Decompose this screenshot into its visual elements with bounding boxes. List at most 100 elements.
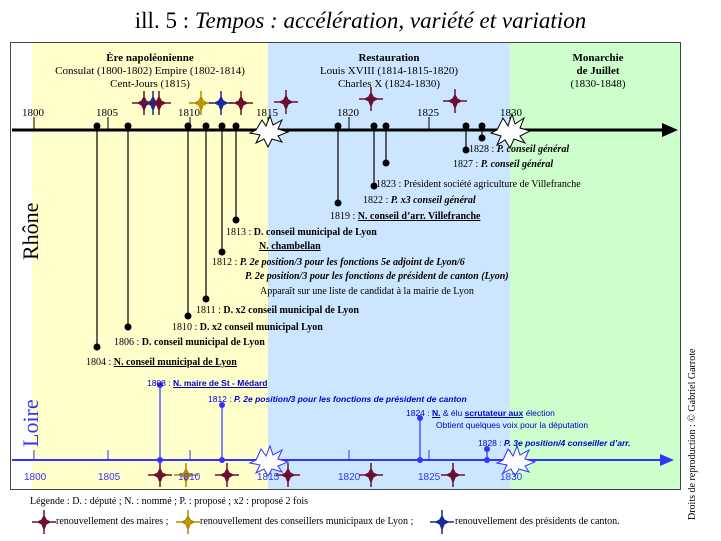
rhone-axis-arrow	[662, 123, 678, 137]
event-text: Apparaît sur une liste de candidat à la …	[260, 286, 474, 297]
conseillers-star-icon	[174, 463, 198, 487]
event-year: 1827 :	[453, 159, 481, 170]
legend-presidents-star-icon	[430, 510, 454, 534]
regime-line: Cent-Jours (1815)	[110, 78, 190, 90]
maires-star-icon	[274, 90, 298, 114]
legend-conseillers-star-icon	[176, 510, 200, 534]
loire-tick-label: 1830	[500, 472, 523, 483]
header-restauration: Restauration Louis XVIII (1814-1815-1820…	[268, 52, 510, 91]
event-1813: 1813 : D. conseil municipal de Lyon	[226, 227, 377, 239]
event-year: 1808 :	[147, 378, 173, 388]
loire-event-1824b: Obtient quelques voix pour la députation	[436, 420, 588, 430]
credit-text: Droits de reproduction : © Gabriel Garro…	[687, 348, 698, 520]
event-1828: 1828 : P. conseil général	[469, 144, 569, 156]
regime-name: Monarchie	[572, 52, 624, 64]
event-text: scrutateur aux	[464, 408, 524, 418]
event-1812: 1812 : P. 2e position/3 pour les fonctio…	[212, 257, 465, 269]
legend-line: Légende : D. : député ; N. : nommé ; P. …	[30, 496, 309, 507]
tick-label: 1805	[96, 107, 118, 119]
maires-star-icon	[441, 463, 465, 487]
event-1811: 1811 : D. x2 conseil municipal de Lyon	[196, 305, 359, 317]
loire-event-1812: 1812 : P. 2e position/3 pour les fonctio…	[208, 394, 467, 404]
loire-tick-label: 1820	[338, 472, 361, 483]
region-napoleon	[32, 43, 268, 489]
loire-event-1808: 1808 : N. maire de St - Médard	[147, 378, 267, 388]
event-1810: 1810 : D. x2 conseil municipal Lyon	[172, 322, 323, 334]
rhone-stems	[96, 126, 483, 347]
event-year: 1828 :	[469, 144, 497, 155]
tick-label: 1830	[500, 107, 522, 119]
loire-event-1828: 1828 : P. 3e position/4 conseiller d’arr…	[478, 438, 630, 448]
tick-label: 1800	[22, 107, 44, 119]
maires-star-icon	[276, 463, 300, 487]
maires-star-icon	[443, 89, 467, 113]
event-text: P. 3e position/4 conseiller d’arr.	[504, 438, 631, 448]
loire-axis-arrow	[660, 454, 674, 466]
rhone-label: Rhône	[18, 202, 43, 260]
loire-event-1824: 1824 : N. & élu scrutateur aux élection	[406, 408, 555, 418]
burst-icon	[248, 444, 290, 478]
event-1804: 1804 : N. conseil municipal de Lyon	[86, 357, 237, 369]
legend-maires: renouvellement des maires ;	[56, 516, 169, 527]
event-year: 1822 :	[363, 195, 391, 206]
maires-star-icon	[215, 463, 239, 487]
event-text: N. maire de St - Médard	[173, 378, 268, 388]
rhone-dots	[93, 122, 486, 351]
burst-icon	[248, 114, 290, 149]
event-1823: 1823 : Président société agriculture de …	[376, 179, 581, 191]
loire-tick-label: 1825	[418, 472, 441, 483]
page-title: ill. 5 : Tempos : accélération, variété …	[0, 8, 721, 34]
event-year: 1824 :	[406, 408, 432, 418]
event-text: N. conseil d’arr. Villefranche	[357, 211, 481, 222]
loire-dots	[157, 382, 490, 463]
regime-line: Charles X (1824-1830)	[337, 78, 441, 90]
event-text: N.	[432, 408, 441, 418]
loire-tick-label: 1805	[98, 472, 121, 483]
event-1812b: P. 2e position/3 pour les fonctions de p…	[245, 271, 509, 283]
event-text: N. chambellan	[259, 241, 321, 252]
regime-name: Restauration	[358, 52, 420, 64]
region-restauration	[268, 43, 510, 489]
event-year: 1819 :	[330, 211, 358, 222]
event-year: 1828 :	[478, 438, 504, 448]
event-1806: 1806 : D. conseil municipal de Lyon	[114, 337, 265, 349]
event-1819: 1819 : N. conseil d’arr. Villefranche	[330, 211, 480, 223]
loire-stars	[148, 463, 465, 487]
event-year: 1806 :	[114, 337, 142, 348]
header-juillet: Monarchie de Juillet (1830-1848)	[550, 52, 646, 91]
event-year: 1811 :	[196, 305, 224, 316]
event-text: P. 2e position/3 pour les fonctions de p…	[234, 394, 467, 404]
event-text: N. conseil municipal de Lyon	[113, 357, 237, 368]
tick-label: 1810	[178, 107, 200, 119]
event-text: P. conseil général	[480, 159, 554, 170]
diagram-frame	[10, 42, 681, 490]
title-prefix: ill. 5 :	[134, 8, 195, 33]
maires-star-icon	[148, 463, 172, 487]
region-juillet	[510, 43, 680, 489]
rhone-stars	[132, 87, 467, 115]
loire-label: Loire	[18, 399, 43, 447]
loire-tick-label: 1810	[178, 472, 201, 483]
burst-icon	[495, 444, 537, 478]
event-year: 1812 :	[212, 257, 240, 268]
event-1812c: Apparaît sur une liste de candidat à la …	[260, 286, 474, 298]
event-text: P. 2e position/3 pour les fonctions 5e a…	[239, 257, 465, 268]
burst-icon	[489, 112, 532, 150]
event-text: D. conseil municipal de Lyon	[253, 227, 377, 238]
event-text: D. conseil municipal de Lyon	[141, 337, 265, 348]
maires-star-icon	[359, 463, 383, 487]
event-text: D. x2 conseil municipal Lyon	[199, 322, 323, 333]
event-year: 1823 :	[376, 179, 404, 190]
event-text: P. conseil général	[496, 144, 570, 155]
event-year: 1813 :	[226, 227, 254, 238]
event-text: P. x3 conseil général	[390, 195, 476, 206]
maires-star-icon	[359, 87, 383, 111]
loire-tick-label: 1800	[24, 472, 47, 483]
tick-label: 1815	[256, 107, 278, 119]
legend-presidents: renouvellement des présidents de canton.	[455, 516, 620, 527]
event-year: 1810 :	[172, 322, 200, 333]
loire-tick-label: 1815	[257, 472, 280, 483]
event-year: 1804 :	[86, 357, 114, 368]
event-text: P. 2e position/3 pour les fonctions de p…	[245, 271, 509, 282]
